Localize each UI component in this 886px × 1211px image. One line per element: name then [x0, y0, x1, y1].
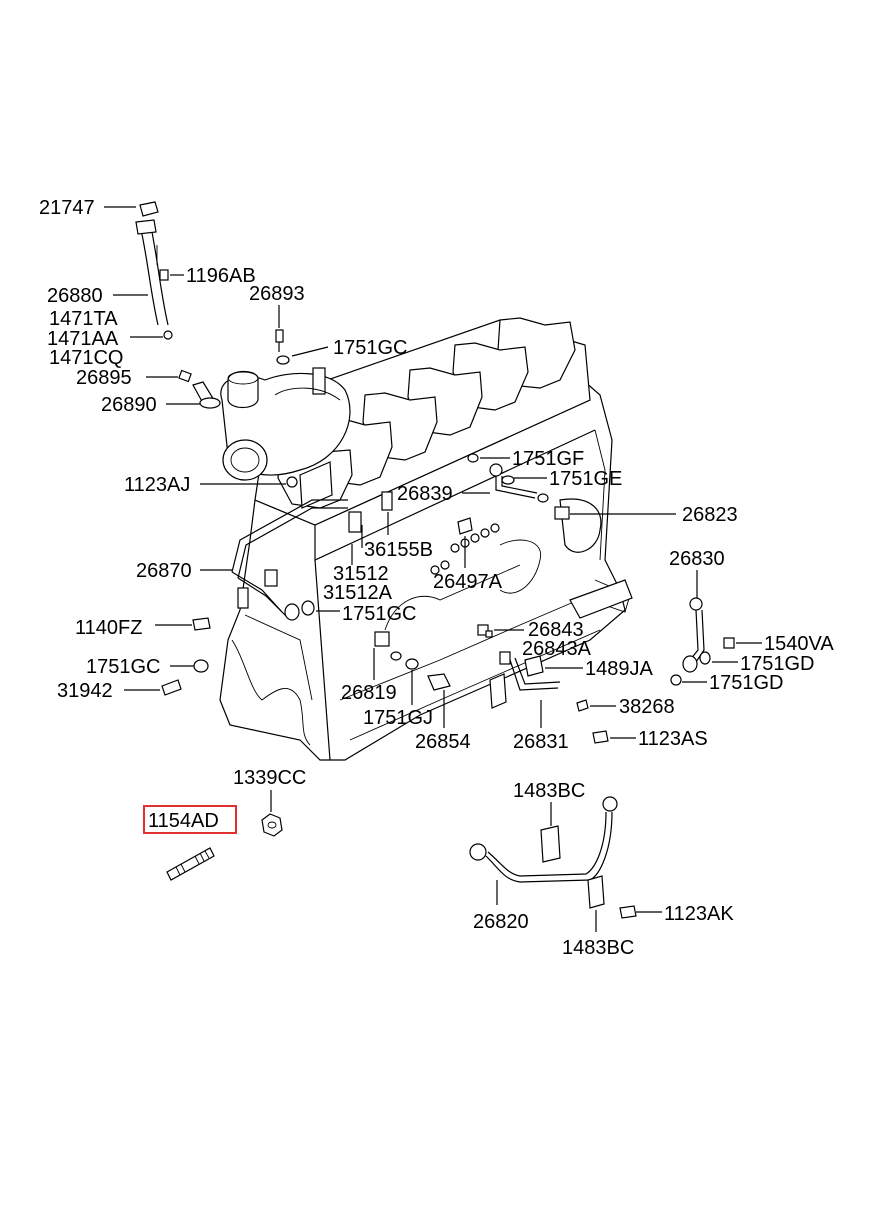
- label-1154AD[interactable]: 1154AD: [148, 810, 219, 832]
- label-26831[interactable]: 26831: [513, 731, 569, 753]
- label-26843[interactable]: 26843: [528, 619, 584, 641]
- stud-1154AD: [166, 847, 215, 881]
- part-labels: 21747 1196AB 26880 26893 1471TA 1471AA 1…: [39, 197, 834, 959]
- hose-26831: [489, 651, 561, 709]
- label-1123AS[interactable]: 1123AS: [638, 728, 708, 750]
- bolt-1140FZ: [192, 617, 211, 631]
- leader-lines: [104, 206, 762, 932]
- label-1123AK[interactable]: 1123AK: [664, 903, 734, 925]
- label-1751GE[interactable]: 1751GE: [549, 468, 622, 490]
- sensor-26823: [554, 506, 570, 520]
- oil-filter-adapter-drawing: [559, 498, 633, 619]
- label-26854[interactable]: 26854: [415, 731, 471, 753]
- sender-26854: [405, 658, 451, 691]
- label-26830[interactable]: 26830: [669, 548, 725, 570]
- gasket-1751GC-left: [193, 659, 209, 673]
- label-1196AB[interactable]: 1196AB: [186, 265, 256, 287]
- bolt-1196AB: [159, 269, 169, 281]
- label-31512A[interactable]: 31512A: [323, 582, 393, 604]
- label-26839[interactable]: 26839: [397, 483, 453, 505]
- label-26870[interactable]: 26870: [136, 560, 192, 582]
- breather-hose-26880: [135, 201, 169, 326]
- label-1751GC-top[interactable]: 1751GC: [333, 337, 408, 359]
- label-1471AA[interactable]: 1471AA: [47, 328, 119, 350]
- plug-26819: [374, 631, 402, 661]
- label-26823[interactable]: 26823: [682, 504, 738, 526]
- label-1751GD-a[interactable]: 1751GD: [740, 653, 815, 675]
- label-38268[interactable]: 38268: [619, 696, 675, 718]
- label-26843A[interactable]: 26843A: [522, 638, 592, 660]
- nut-1339CC: [261, 813, 283, 837]
- label-1489JA[interactable]: 1489JA: [585, 658, 653, 680]
- harness-26830: [670, 597, 735, 686]
- bolt-31942: [161, 679, 182, 696]
- label-26819[interactable]: 26819: [341, 682, 397, 704]
- label-1751GD-b[interactable]: 1751GD: [709, 672, 784, 694]
- clip-38268: [576, 699, 589, 712]
- turbocharger-drawing: [220, 367, 351, 481]
- label-1483BC-top[interactable]: 1483BC: [513, 780, 585, 802]
- label-1123AJ[interactable]: 1123AJ: [124, 474, 190, 496]
- label-26895[interactable]: 26895: [76, 367, 132, 389]
- label-31942[interactable]: 31942: [57, 680, 113, 702]
- bracket-1123AJ: [286, 461, 333, 509]
- label-1751GC-mid[interactable]: 1751GC: [342, 603, 417, 625]
- label-26880[interactable]: 26880: [47, 285, 103, 307]
- oil-pipe-26870: [231, 499, 348, 619]
- label-26497A[interactable]: 26497A: [433, 571, 503, 593]
- label-1471TA[interactable]: 1471TA: [49, 308, 118, 330]
- pipe-26839: [467, 453, 549, 503]
- label-1339CC[interactable]: 1339CC: [233, 767, 306, 789]
- fitting-26843: [477, 624, 493, 638]
- label-26890[interactable]: 26890: [101, 394, 157, 416]
- label-1751GC-left[interactable]: 1751GC: [86, 656, 161, 678]
- label-21747[interactable]: 21747: [39, 197, 95, 219]
- label-36155B[interactable]: 36155B: [364, 539, 433, 561]
- clamp-1471: [163, 330, 173, 340]
- harness-26820: [469, 796, 637, 919]
- label-1140FZ[interactable]: 1140FZ: [75, 617, 142, 639]
- label-1483BC-bot[interactable]: 1483BC: [562, 937, 634, 959]
- bolt-1123AS: [592, 730, 609, 744]
- gasket-1751GC-mid: [284, 600, 315, 621]
- bolt-26893: [275, 329, 290, 365]
- label-31512[interactable]: 31512: [333, 563, 389, 585]
- clip-36155B: [348, 491, 393, 533]
- label-26893[interactable]: 26893: [249, 283, 305, 305]
- label-1540VA[interactable]: 1540VA: [764, 633, 834, 655]
- highlight-box: [143, 805, 237, 834]
- pipe-26895-26890: [178, 369, 221, 409]
- label-1751GJ[interactable]: 1751GJ: [363, 707, 433, 729]
- label-1751GF[interactable]: 1751GF: [512, 448, 584, 470]
- label-26820[interactable]: 26820: [473, 911, 529, 933]
- label-1471CQ[interactable]: 1471CQ: [49, 347, 124, 369]
